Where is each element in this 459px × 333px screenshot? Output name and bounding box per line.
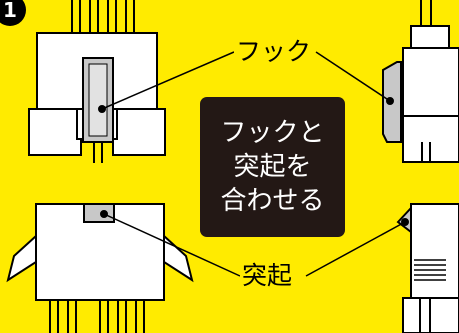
top-housing-left-lower xyxy=(28,108,82,156)
hook-label: フック xyxy=(234,37,314,67)
instruction-line-2: 突起を xyxy=(233,152,312,182)
top-connector-front xyxy=(28,0,166,163)
bottom-connector-side xyxy=(396,203,459,333)
boss-label: 突起 xyxy=(240,261,295,291)
instruction-box: フックと 突起を 合わせる xyxy=(200,97,345,237)
leader-lines xyxy=(101,51,406,277)
boss-part-front xyxy=(83,203,115,223)
top-connector-side xyxy=(382,0,459,163)
top-wires xyxy=(71,0,135,33)
top-housing-right-lower xyxy=(112,108,166,156)
step-number-badge: 1 xyxy=(0,0,26,26)
bottom-connector-front xyxy=(6,203,194,333)
instruction-line-1: フックと xyxy=(220,118,325,148)
instruction-line-3: 合わせる xyxy=(220,186,325,216)
